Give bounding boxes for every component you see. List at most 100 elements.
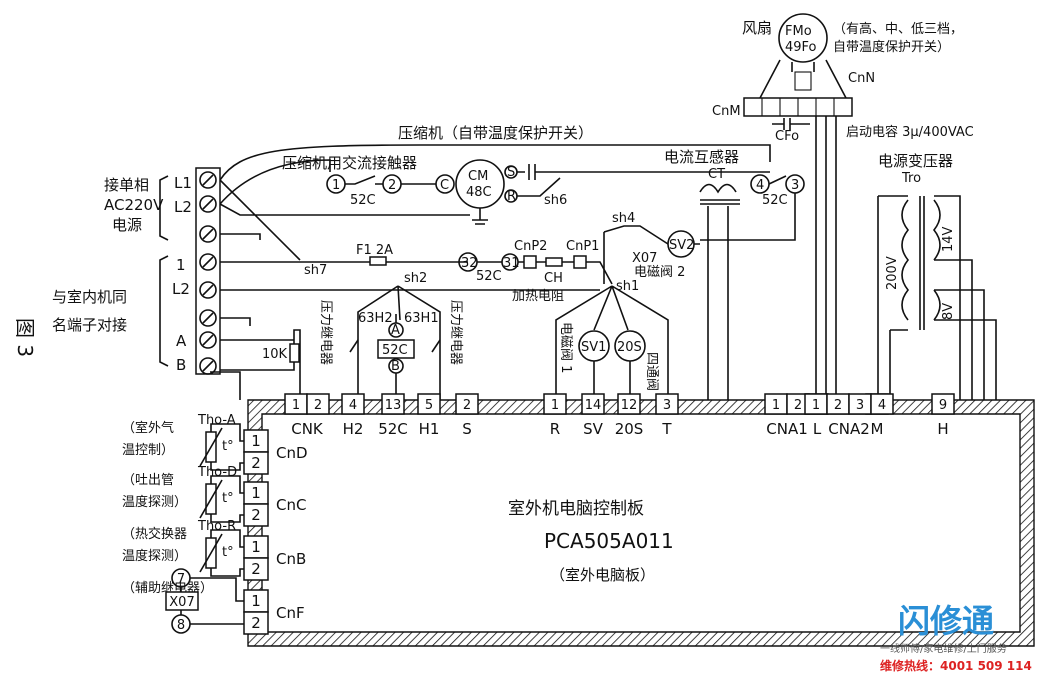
connector-label: CnD <box>276 444 308 462</box>
sensor-desc-2: 温度探测） <box>122 548 187 564</box>
contactor-coil-label: 52C <box>382 343 408 358</box>
connector-pin-number: 2 <box>251 506 261 524</box>
sensor-name: Tho-R <box>197 519 236 534</box>
compressor-motor-2: 48C <box>466 185 492 200</box>
contactor-wiring <box>345 175 436 185</box>
terminal-screw <box>199 357 217 375</box>
terminal-pin <box>381 393 405 415</box>
terminal-screw-slot <box>202 174 214 186</box>
terminal-pin <box>543 393 567 415</box>
connector-pin-number: 1 <box>251 538 261 556</box>
transformer-14v: 14V <box>941 226 956 252</box>
compressor-title: 压缩机（自带温度保护开关） <box>398 124 593 142</box>
phase-label-2: AC220V <box>104 196 164 214</box>
terminal-pin <box>417 393 441 415</box>
left-connector-column: 12CnD（室外气温控制）Tho-At°12CnC（吐出管温度探测）Tho-Dt… <box>122 413 308 635</box>
fan-capacitor: CFo <box>775 129 799 144</box>
x07-label: X07 <box>632 251 657 266</box>
terminal-group-label: L <box>813 420 822 438</box>
indoor-label-1: 与室内机同 <box>52 288 127 306</box>
terminal-pin <box>655 393 679 415</box>
compressor-ground <box>472 208 488 225</box>
relay-contacts <box>349 339 441 353</box>
fan-thermal-switch <box>794 71 812 91</box>
fan-speed-wires <box>815 116 837 400</box>
contact-c: C <box>440 178 449 193</box>
board-model: PCA505A011 <box>544 529 674 553</box>
h1-label: 63H1 <box>404 311 439 326</box>
indoor-terminal-a: A <box>176 332 187 350</box>
terminal-screw <box>199 309 217 327</box>
heater-label: 加热电阻 <box>512 289 564 304</box>
terminal-group-label: H <box>937 420 948 438</box>
heater-symbol <box>545 257 563 267</box>
valve2-label: 电磁阀 2 <box>634 265 685 280</box>
terminal-group-label: CNK <box>291 420 324 438</box>
terminal-pin-number: 3 <box>856 398 864 413</box>
x07-relay-box <box>165 591 199 611</box>
indoor-terminal-b: B <box>176 356 186 374</box>
sensor-name: Tho-A <box>197 413 236 428</box>
ct-contact-3: 3 <box>791 178 799 193</box>
terminal-strip <box>195 167 221 375</box>
ct-coil <box>699 183 740 205</box>
phase-label-3: 电源 <box>112 216 142 234</box>
terminal-group-label: T <box>661 420 672 438</box>
cnp1-connector <box>573 255 587 269</box>
terminal-pin-number: 13 <box>385 398 402 413</box>
compressor-contactor: 52C <box>350 193 376 208</box>
fuse-symbol <box>369 256 387 266</box>
terminal-pin-number: 2 <box>834 398 842 413</box>
connector-pin-number: 1 <box>251 432 261 450</box>
connector-pin-number: 2 <box>251 560 261 578</box>
contact-52c: 52C <box>476 269 502 284</box>
valve1-label: 电磁阀 1 <box>558 322 573 373</box>
board-title: 室外机电脑控制板 <box>508 499 644 519</box>
cnp2-connector <box>523 255 537 269</box>
fuse-label: F1 2A <box>356 243 393 258</box>
connector-label: CnC <box>276 496 306 514</box>
transformer-8v: 8V <box>941 303 956 320</box>
ct-leads <box>707 206 729 400</box>
thermistor-arrow <box>199 533 223 573</box>
terminal-l1: L1 <box>174 174 192 192</box>
cnp1-label: CnP1 <box>566 239 599 254</box>
resistor-symbol <box>289 343 300 363</box>
watermark-brand: 闪修通 <box>898 602 994 640</box>
terminal-group-label: H1 <box>419 420 440 438</box>
transformer-title: 电源变压器 <box>878 152 953 170</box>
sh1-label: sh1 <box>616 279 639 294</box>
heater-wiring <box>477 261 613 285</box>
cnf-node-top: 7 <box>177 572 185 587</box>
ct-label: CT <box>708 167 725 182</box>
h2-label: 63H2 <box>358 311 393 326</box>
transformer-leads <box>877 195 997 400</box>
sv2-wiring <box>603 225 700 284</box>
terminal-pin-number: 4 <box>349 398 357 413</box>
ct-contact-4: 4 <box>756 178 764 193</box>
terminal-screw <box>199 171 217 189</box>
sensor-wiring <box>210 475 244 523</box>
terminal-screw <box>199 331 217 349</box>
terminal-group-label: 52C <box>378 420 408 438</box>
contact-1: 1 <box>332 178 340 193</box>
terminal-screw-slot <box>202 198 214 210</box>
fan-start-capacitor: 启动电容 3μ/400VAC <box>846 124 974 140</box>
sv1-label: SV1 <box>581 340 606 355</box>
sh4-label: sh4 <box>612 211 635 226</box>
indoor-label-2: 名端子对接 <box>52 316 127 334</box>
terminal-screw-slot <box>202 334 214 346</box>
terminal-screw <box>199 281 217 299</box>
watermark-hotline: 维修热线：4001 509 114 <box>880 658 1032 673</box>
terminal-group-label: CNA2 <box>828 420 870 438</box>
terminal-group-label: SV <box>583 420 604 438</box>
terminal-pin-number: 1 <box>812 398 820 413</box>
terminal-screw-slot <box>202 256 214 268</box>
contact-31: 31 <box>503 256 520 271</box>
ct-contact-wiring <box>700 175 796 241</box>
power-bracket <box>159 175 169 241</box>
sv2-label: SV2 <box>669 238 694 253</box>
figure-label: 图 3 <box>13 318 37 357</box>
transformer-label: Tro <box>901 171 921 186</box>
